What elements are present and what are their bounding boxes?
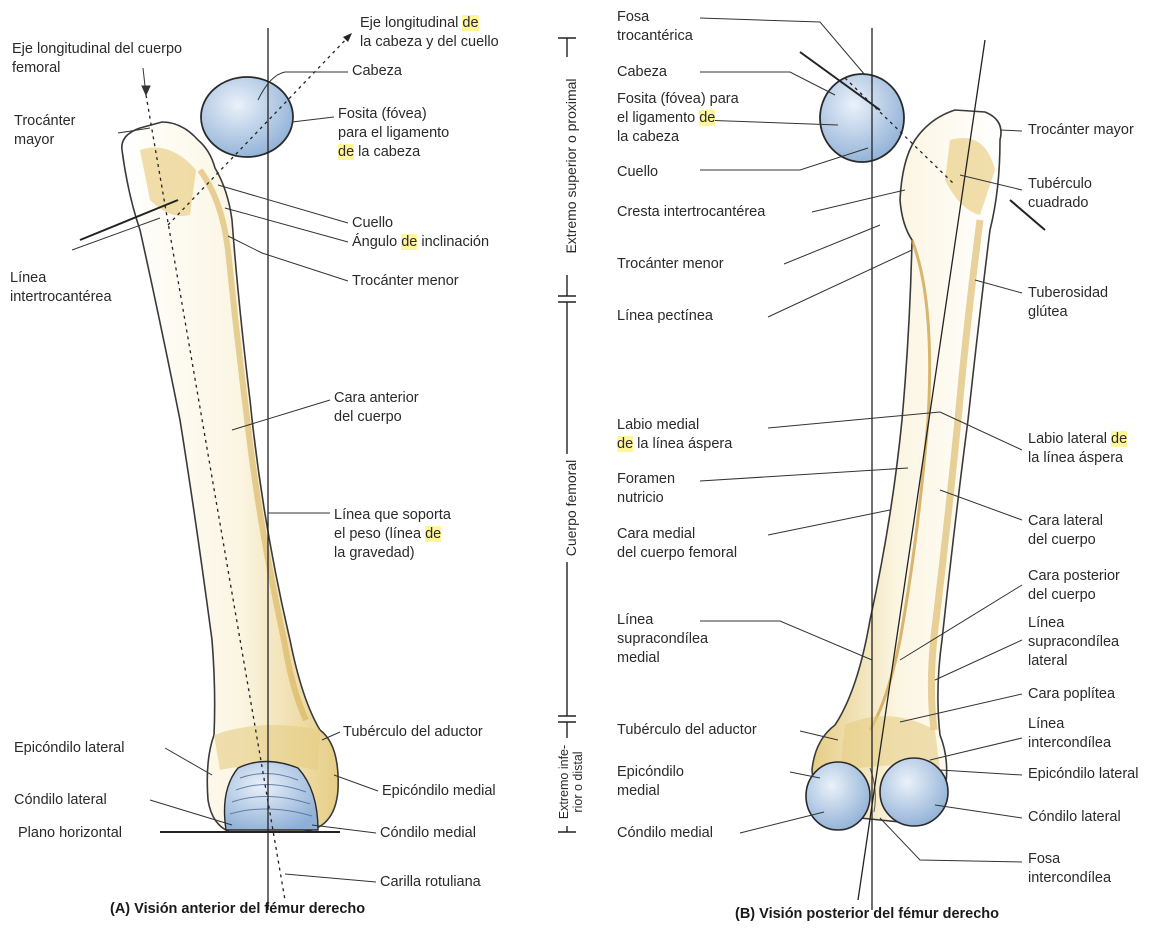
- label-trocanter-menor: Trocánter menor: [352, 272, 459, 291]
- caption-anterior: (A) Visión anterior del fémur derecho: [110, 901, 365, 917]
- label-foramen-nutricio: Foramen nutricio: [617, 470, 675, 508]
- anterior-head: [201, 77, 293, 157]
- label-linea-pectinea: Línea pectínea: [617, 307, 713, 326]
- posterior-head: [820, 74, 904, 162]
- highlight-de: de: [401, 234, 417, 250]
- region-cuerpo: Cuerpo femoral: [563, 454, 579, 562]
- label-labio-medial: Labio medial de la línea áspera: [617, 416, 732, 454]
- label-cara-lateral: Cara lateral del cuerpo: [1028, 512, 1103, 550]
- label-tuberosidad-glutea: Tuberosidad glútea: [1028, 284, 1108, 322]
- label-eje-cabeza: Eje longitudinal de la cabeza y del cuel…: [360, 14, 499, 52]
- label-condilo-lateral: Cóndilo lateral: [14, 791, 107, 810]
- anterior-femur: [80, 28, 352, 910]
- label-cara-anterior: Cara anterior del cuerpo: [334, 389, 419, 427]
- label-cara-poplitea: Cara poplítea: [1028, 685, 1115, 704]
- label-trocanter-menor-posterior: Trocánter menor: [617, 255, 724, 274]
- label-linea-intercondilea: Línea intercondílea: [1028, 715, 1111, 753]
- label-linea-supracondilea-medial: Línea supracondílea medial: [617, 611, 708, 668]
- posterior-femur-bone: [812, 110, 1001, 822]
- label-trocanter-mayor: Trocánter mayor: [14, 112, 76, 150]
- label-epicondilo-lateral-posterior: Epicóndilo lateral: [1028, 765, 1138, 784]
- label-plano-horizontal: Plano horizontal: [18, 824, 122, 843]
- posterior-medial-condyle: [806, 762, 870, 830]
- region-distal: Extremo infe- rior o distal: [557, 738, 585, 826]
- label-cara-medial: Cara medial del cuerpo femoral: [617, 525, 737, 563]
- label-trocanter-mayor-posterior: Trocánter mayor: [1028, 121, 1134, 140]
- label-cabeza: Cabeza: [352, 62, 402, 81]
- label-linea-intertrocanterea: Línea intertrocantérea: [10, 269, 112, 307]
- anterior-femur-bone: [122, 122, 338, 832]
- label-linea-peso: Línea que soporta el peso (línea de la g…: [334, 506, 451, 563]
- label-fosita-posterior: Fosita (fóvea) para el ligamento de la c…: [617, 90, 739, 147]
- label-condilo-medial: Cóndilo medial: [380, 824, 476, 843]
- label-cresta-intertrocanterea: Cresta intertrocantérea: [617, 203, 765, 222]
- posterior-femur: [800, 28, 1045, 910]
- label-tuberculo-aductor-posterior: Tubérculo del aductor: [617, 721, 757, 740]
- region-proximal: Extremo superior o proximal: [563, 57, 579, 275]
- label-tuberculo-aductor: Tubérculo del aductor: [343, 723, 483, 742]
- label-cuello: Cuello: [352, 214, 393, 233]
- label-cuello-posterior: Cuello: [617, 163, 658, 182]
- posterior-lateral-condyle: [880, 758, 948, 826]
- highlight-de: de: [462, 15, 478, 31]
- caption-posterior: (B) Visión posterior del fémur derecho: [735, 906, 999, 922]
- label-epicondilo-medial-posterior: Epicóndilo medial: [617, 763, 684, 801]
- highlight-de: de: [617, 436, 633, 452]
- highlight-de: de: [1111, 431, 1127, 447]
- highlight-de: de: [699, 110, 715, 126]
- label-fosa-trocanterica: Fosa trocantérica: [617, 8, 693, 46]
- label-condilo-medial-posterior: Cóndilo medial: [617, 824, 713, 843]
- label-epicondilo-medial: Epicóndilo medial: [382, 782, 496, 801]
- label-cabeza-posterior: Cabeza: [617, 63, 667, 82]
- highlight-de: de: [338, 144, 354, 160]
- label-cara-posterior: Cara posterior del cuerpo: [1028, 567, 1120, 605]
- label-labio-lateral: Labio lateral de la línea áspera: [1028, 430, 1127, 468]
- label-eje-cuerpo: Eje longitudinal del cuerpo femoral: [12, 40, 182, 78]
- label-angulo: Ángulo de inclinación: [352, 233, 489, 252]
- label-fosa-intercondilea: Fosa intercondílea: [1028, 850, 1111, 888]
- highlight-de: de: [425, 526, 441, 542]
- label-epicondilo-lateral: Epicóndilo lateral: [14, 739, 124, 758]
- label-tuberculo-cuadrado: Tubérculo cuadrado: [1028, 175, 1092, 213]
- label-linea-supracondilea-lateral: Línea supracondílea lateral: [1028, 614, 1119, 671]
- label-carilla-rotuliana: Carilla rotuliana: [380, 873, 481, 892]
- label-fosita: Fosita (fóvea) para el ligamento de la c…: [338, 105, 449, 162]
- label-condilo-lateral-posterior: Cóndilo lateral: [1028, 808, 1121, 827]
